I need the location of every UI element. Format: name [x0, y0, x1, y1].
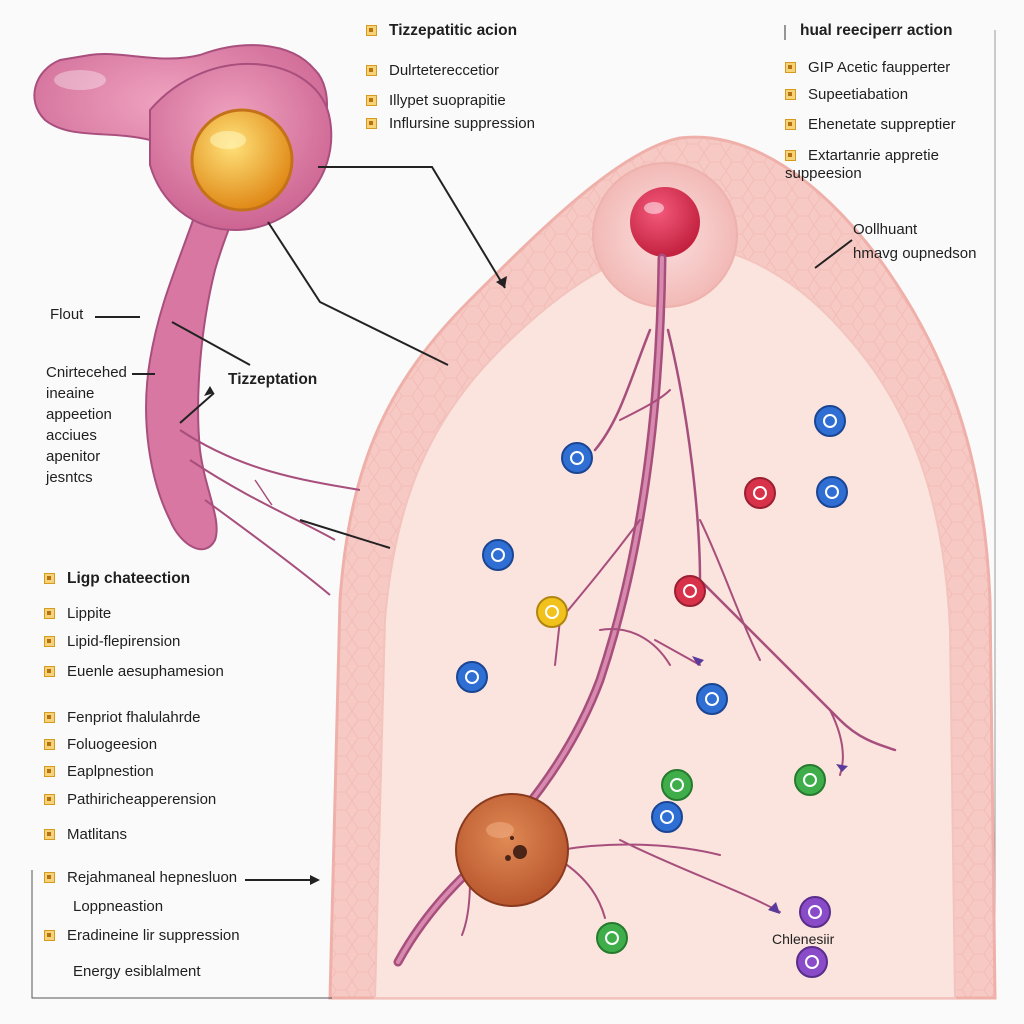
left-list-2-item: Matlitans [44, 826, 127, 844]
left-list-1-item: Euenle aesuphamesion [44, 663, 224, 681]
top-center-item: Inflursine suppression [366, 115, 535, 133]
ligand-molecule-icon [799, 896, 831, 928]
left-list-1-item: Lipid-flepirension [44, 633, 180, 651]
bullet-icon [366, 65, 377, 76]
molecule-label: Chlenesiir [772, 931, 835, 947]
bullet-icon [785, 119, 796, 130]
bottom-box-frame [31, 870, 332, 999]
ligand-molecule-icon [561, 442, 593, 474]
nerve-fibers [393, 253, 897, 967]
top-right-item: Ehenetate suppreptier [785, 116, 956, 134]
ligand-molecule-icon [482, 539, 514, 571]
bullet-icon [44, 829, 55, 840]
bullet-icon [366, 25, 377, 36]
arrow-icon [836, 764, 848, 772]
right-callout-line1: Oollhuant [853, 221, 918, 238]
left-list-2-item: Fenpriot fhalulahrde [44, 709, 200, 727]
ligand-molecule-icon [536, 596, 568, 628]
top-right-title: hual reeciperr action [800, 22, 953, 39]
bullet-icon [44, 712, 55, 723]
ligand-molecule-icon [651, 801, 683, 833]
ligand-molecule-icon [696, 683, 728, 715]
ligand-molecule-icon [661, 769, 693, 801]
bottom-box-item: Loppneastion [73, 898, 164, 915]
bullet-icon [44, 739, 55, 750]
bullet-icon [44, 794, 55, 805]
tissue-body [328, 135, 997, 1000]
neuron-icon [33, 44, 361, 596]
bullet-icon [785, 62, 796, 73]
left-list-2-item: Foluogeesion [44, 736, 157, 754]
bullet-icon [44, 930, 55, 941]
bullet-icon [366, 118, 377, 129]
ligand-molecule-icon [744, 477, 776, 509]
bullet-icon [44, 872, 55, 883]
bullet-icon [785, 89, 796, 100]
bottom-box-item: Energy esiblalment [73, 963, 201, 980]
top-right-item: Supeetiabation [785, 86, 908, 104]
top-right-item: Extartanrie appretie suppeesion [785, 147, 939, 182]
top-center-item: Dulrtetereccetior [366, 62, 499, 80]
top-center-item: Illypet suoprapitie [366, 92, 506, 110]
left-list-1-title: Ligp chateection [44, 570, 190, 588]
left-list-2-item: Eaplpnestion [44, 763, 154, 781]
connector-lines [95, 166, 853, 881]
bottom-box-item: Eradineine lir suppression [44, 927, 240, 945]
bullet-icon [785, 150, 796, 161]
top-center-title: Tizzepatitic acion [366, 22, 517, 40]
target-cell [455, 793, 569, 907]
center-label: Tizzeptation [228, 371, 318, 388]
bottom-box-item: Rejahmaneal hepnesluon [44, 869, 237, 887]
bullet-icon [44, 666, 55, 677]
left-list-2-item: Pathiricheapperension [44, 791, 216, 809]
ligand-molecule-icon [814, 405, 846, 437]
arrow-icon [692, 656, 704, 666]
bullet-icon [44, 573, 55, 584]
ligand-molecule-icon [456, 661, 488, 693]
right-callout-line2: hmavg oupnedson [853, 245, 977, 262]
bullet-icon [366, 95, 377, 106]
ligand-molecule-icon [794, 764, 826, 796]
top-right-item: GIP Acetic faupperter [785, 59, 950, 77]
receptor-icon [630, 187, 700, 257]
arrow-icon [768, 902, 780, 914]
bullet-icon [44, 766, 55, 777]
ligand-molecule-icon [596, 922, 628, 954]
ligand-molecule-icon [674, 575, 706, 607]
flout-label: Flout [50, 306, 84, 323]
left-stack-label: Cnirtecehed ineaine appeetion acciues ap… [46, 364, 127, 486]
ligand-molecules [456, 405, 848, 978]
ligand-molecule-icon [816, 476, 848, 508]
bullet-icon [44, 608, 55, 619]
bullet-icon [44, 636, 55, 647]
left-list-1-item: Lippite [44, 605, 111, 623]
ligand-molecule-icon [796, 946, 828, 978]
